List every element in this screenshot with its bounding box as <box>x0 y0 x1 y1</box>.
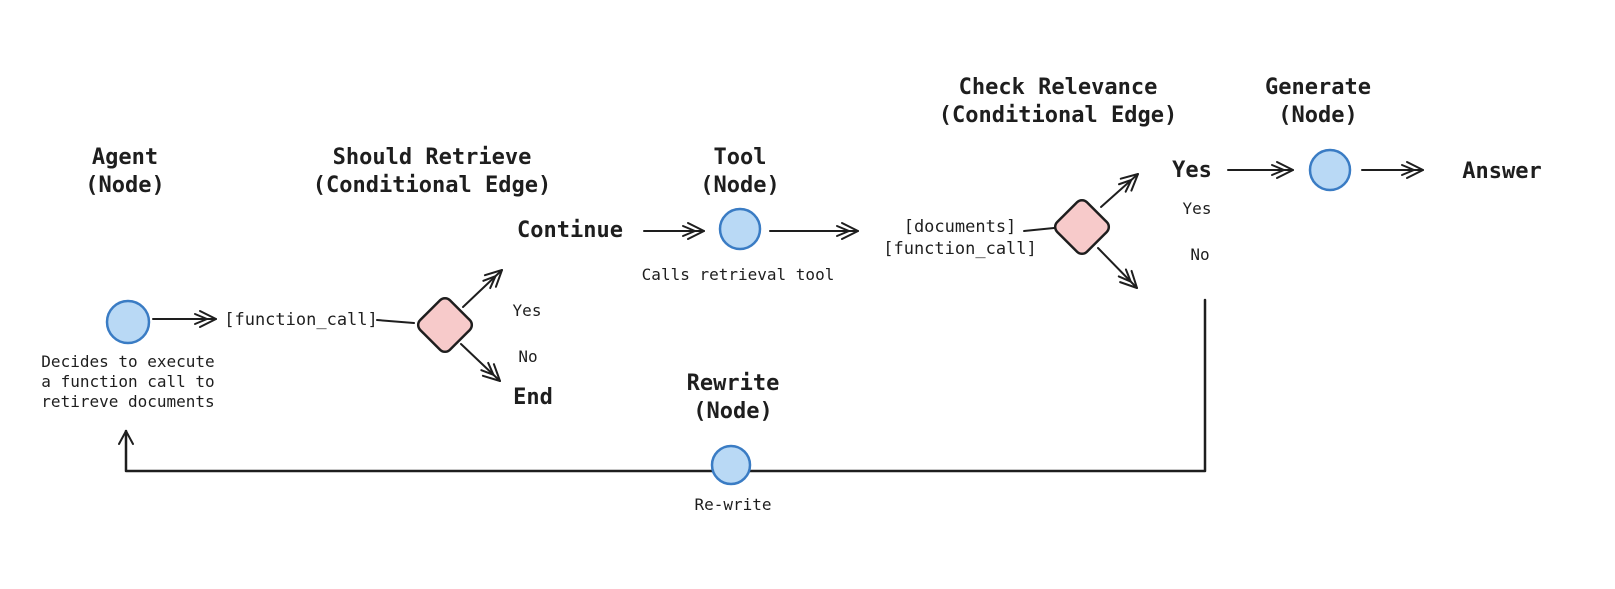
check-relevance-subtitle: (Conditional Edge) <box>939 103 1177 128</box>
check-relevance-no-label: No <box>1190 245 1209 264</box>
edge-should-retrieve-no <box>460 343 501 382</box>
connector-documents-to-check-relevance <box>1023 227 1055 232</box>
generate-node-circle <box>1308 148 1352 192</box>
generate-node-title: Generate <box>1265 75 1371 100</box>
rewrite-node-title: Rewrite <box>687 371 780 396</box>
tool-node-circle <box>718 207 762 251</box>
edge-check-relevance-no <box>1097 247 1138 289</box>
edge-rewrite-loop <box>118 298 1207 473</box>
should-retrieve-no-label: No <box>518 347 537 366</box>
agent-caption-line3: retireve documents <box>41 392 214 411</box>
function-call-label: [function_call] <box>224 310 378 330</box>
should-retrieve-diamond <box>416 296 474 354</box>
edge-should-retrieve-yes <box>462 269 503 308</box>
should-retrieve-yes-label: Yes <box>513 301 542 320</box>
tool-caption: Calls retrieval tool <box>642 265 835 284</box>
continue-label: Continue <box>517 218 623 243</box>
connector-function-call-to-should-retrieve <box>376 319 415 324</box>
documents-label-line1: [documents] <box>904 217 1017 237</box>
agent-node-subtitle: (Node) <box>85 173 164 198</box>
rewrite-caption: Re-write <box>694 495 771 514</box>
should-retrieve-subtitle: (Conditional Edge) <box>313 173 551 198</box>
rewrite-node-subtitle: (Node) <box>693 399 772 424</box>
tool-node-subtitle: (Node) <box>700 173 779 198</box>
should-retrieve-title: Should Retrieve <box>333 145 532 170</box>
rewrite-node-circle <box>710 444 752 486</box>
generate-node-subtitle: (Node) <box>1278 103 1357 128</box>
check-relevance-yes-label: Yes <box>1183 199 1212 218</box>
agent-caption-line1: Decides to execute <box>41 352 214 371</box>
yes-result-label: Yes <box>1172 158 1212 183</box>
agent-node-title: Agent <box>92 145 158 170</box>
agent-node-circle <box>105 299 151 345</box>
edge-check-relevance-yes <box>1100 173 1139 208</box>
documents-label-line2: [function_call] <box>883 239 1037 259</box>
answer-label: Answer <box>1462 159 1541 184</box>
end-label: End <box>513 385 553 410</box>
tool-node-title: Tool <box>714 145 767 170</box>
check-relevance-title: Check Relevance <box>959 75 1158 100</box>
agent-caption-line2: a function call to <box>41 372 214 391</box>
check-relevance-diamond <box>1053 198 1111 256</box>
